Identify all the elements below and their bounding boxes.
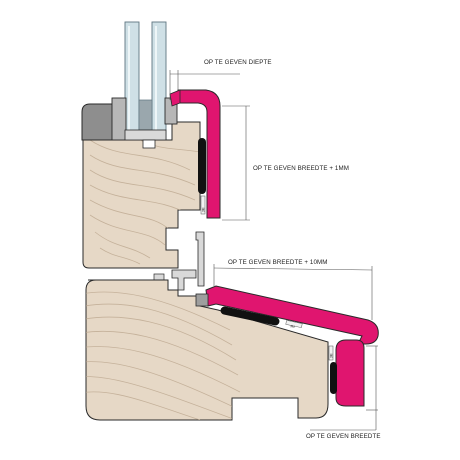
width-label: OP TE GEVEN BREEDTE — [306, 433, 381, 440]
upper-tape-label: 3M — [201, 207, 205, 212]
width-plus-10mm-label: OP TE GEVEN BREEDTE + 10MM — [228, 259, 328, 266]
glass-spacer — [138, 99, 153, 131]
inner-bead — [111, 97, 127, 141]
end-tape — [328, 345, 334, 361]
hinge-profile — [195, 231, 205, 287]
width-plus-1mm-label: OP TE GEVEN BREEDTE + 1MM — [253, 165, 349, 172]
sill-end-block — [195, 293, 209, 307]
double-glazing — [124, 21, 167, 141]
sill-tape — [285, 320, 303, 328]
upper-cladding[interactable] — [177, 89, 221, 219]
upper-tape — [200, 195, 206, 215]
depth-label: OP TE GEVEN DIEPTE — [204, 59, 272, 66]
glass-pane-left — [124, 21, 140, 141]
sill-tape-label: 3M — [290, 324, 296, 329]
end-cladding[interactable] — [335, 339, 365, 407]
glass-pane-right — [151, 21, 167, 141]
upper-seal — [198, 138, 206, 194]
sill-seal-left — [220, 306, 280, 326]
dimensions — [169, 70, 378, 431]
end-seal — [330, 362, 337, 394]
end-tape-label: 3M — [329, 353, 333, 358]
